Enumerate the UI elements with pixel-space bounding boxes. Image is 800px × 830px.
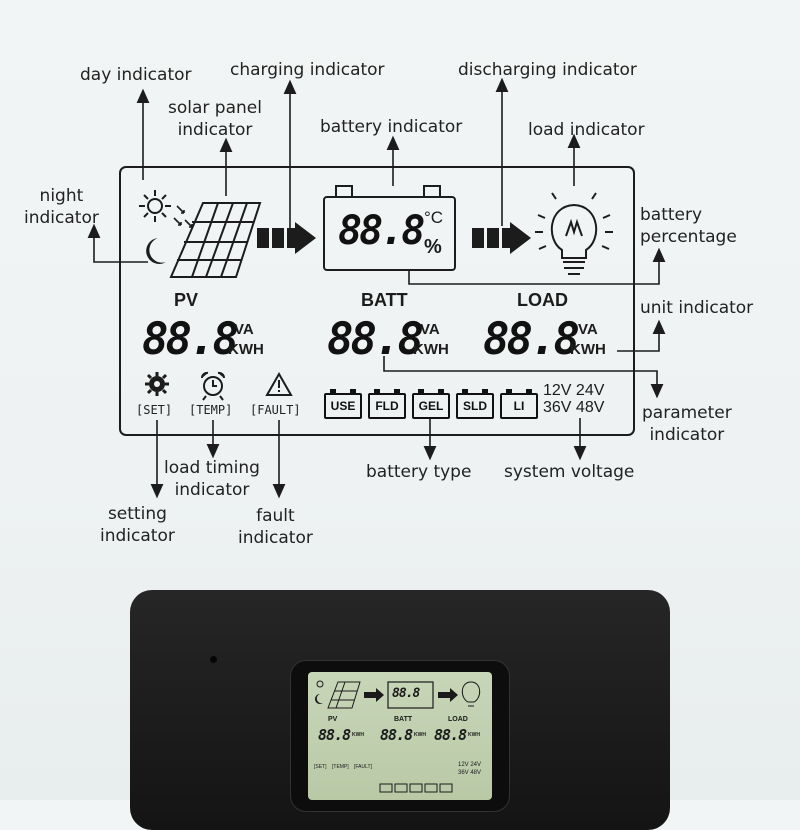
mini-fault-label: [FAULT] (354, 764, 372, 770)
label-bpct-line2: percentage (640, 227, 737, 247)
battery-outline-icon (323, 185, 456, 271)
leader-night (87, 223, 148, 263)
label-parameter-indicator: parameter indicator (642, 402, 732, 446)
label-setting-indicator: setting indicator (100, 503, 175, 547)
label-unit-indicator: unit indicator (640, 298, 754, 318)
label-discharging-indicator: discharging indicator (458, 60, 637, 80)
light-bulb-icon (535, 192, 613, 275)
mini-load-label: LOAD (448, 716, 468, 723)
load-kwh-unit: KWH (570, 341, 606, 358)
sun-icon (139, 190, 171, 222)
battery-type-gel: GEL (412, 389, 450, 419)
mini-pv-digits: 88.8 (318, 726, 351, 744)
voltage-row-1: 12V 24V (543, 382, 605, 399)
label-fault-line1: fault (256, 506, 295, 526)
pv-va-unit: VA (234, 321, 254, 338)
batt-digits: 88.8 (327, 314, 424, 365)
label-load-indicator: load indicator (528, 120, 645, 140)
mini-battery-digits: 88.8 (392, 686, 420, 701)
mini-lcd-icons (315, 680, 481, 793)
label-fault-line2: indicator (238, 528, 313, 548)
mini-set-label: [SET] (314, 764, 327, 770)
mini-temp-label: [TEMP] (332, 764, 349, 770)
mini-discharging-arrow-icon (438, 688, 458, 702)
load-digits: 88.8 (483, 314, 580, 365)
mini-voltage-row-1: 12V 24V (458, 762, 482, 768)
mini-charging-arrow-icon (364, 688, 384, 702)
pv-label: PV (174, 290, 199, 310)
battery-type-li: LI (500, 389, 538, 419)
mini-pv-kwh: KWH (352, 732, 364, 738)
batt-kwh-unit: KWH (413, 341, 449, 358)
mini-battery-outline (387, 681, 434, 709)
label-param-line1: parameter (642, 403, 732, 423)
battery-type-use: USE (324, 389, 362, 419)
celsius-symbol: °C (424, 208, 444, 227)
label-solar-line2: indicator (177, 120, 253, 140)
alarm-clock-icon (201, 371, 225, 401)
voltage-row-2: 36V 48V (543, 399, 605, 416)
charging-arrow-icon (257, 222, 316, 254)
load-label: LOAD (517, 290, 568, 310)
label-set-line1: setting (107, 504, 167, 524)
label-night-indicator: night indicator (24, 185, 99, 229)
solar-panel-icon (169, 202, 262, 278)
label-solar-panel-indicator: solar panel indicator (168, 97, 262, 141)
sunlight-rays-icon (173, 205, 193, 228)
mini-batt-kwh: KWH (414, 732, 426, 738)
pv-kwh-unit: KWH (228, 341, 264, 358)
fault-label: [FAULT] (250, 403, 301, 417)
label-param-line2: indicator (649, 425, 725, 445)
mini-voltage-row-2: 36V 48V (458, 770, 482, 776)
warning-icon (265, 371, 293, 396)
mini-batt-digits: 88.8 (380, 726, 413, 744)
device-lcd-screen: 88.8 PV BATT LOAD 88.8 88.8 88.8 KWH KWH… (308, 672, 492, 800)
mini-light-bulb-icon (461, 681, 481, 707)
battery-type-sld: SLD (456, 389, 494, 419)
label-battery-percentage: battery percentage (640, 204, 737, 248)
set-label: [SET] (136, 403, 173, 417)
label-night-line1: night (39, 186, 84, 206)
lcd-diagram-svg (87, 77, 666, 499)
mini-moon-icon (315, 694, 323, 704)
lcd-frame (119, 166, 635, 436)
label-fault-indicator: fault indicator (238, 505, 313, 549)
percent-symbol: % (424, 236, 442, 258)
load-va-unit: VA (578, 321, 598, 338)
label-day-indicator: day indicator (80, 65, 192, 85)
mini-load-kwh: KWH (468, 732, 480, 738)
diagram-stage: day indicator charging indicator dischar… (24, 60, 754, 830)
label-set-line2: indicator (100, 526, 175, 546)
label-lt-line2: indicator (174, 480, 250, 500)
temp-label: [TEMP] (189, 403, 233, 417)
mini-battery-type-icons (379, 783, 453, 793)
label-lt-line1: load timing (164, 458, 260, 478)
label-battery-type: battery type (366, 462, 472, 482)
battery-type-fld: FLD (368, 389, 406, 419)
batt-va-unit: VA (420, 321, 440, 338)
mini-solar-panel-icon (327, 681, 361, 709)
mini-load-digits: 88.8 (434, 726, 467, 744)
label-charging-indicator: charging indicator (230, 60, 385, 80)
leader-lines (87, 77, 666, 499)
discharging-arrow-icon (472, 222, 531, 254)
pv-digits: 88.8 (142, 314, 239, 365)
label-load-timing-indicator: load timing indicator (164, 457, 260, 501)
mini-pv-label: PV (328, 716, 338, 723)
label-solar-line1: solar panel (168, 98, 262, 118)
label-battery-indicator: battery indicator (320, 117, 463, 137)
gear-icon (145, 372, 169, 396)
label-system-voltage: system voltage (504, 462, 635, 482)
mini-sun-icon (316, 680, 324, 688)
moon-icon (146, 238, 166, 264)
batt-label: BATT (361, 290, 408, 310)
device-indicator-led (210, 656, 217, 663)
label-night-line2: indicator (24, 208, 99, 228)
battery-digits: 88.8 (338, 208, 425, 254)
leader-parameter (383, 356, 664, 399)
leader-unit (617, 319, 666, 352)
label-bpct-line1: battery (640, 205, 703, 225)
mini-batt-label: BATT (394, 716, 413, 723)
leader-battery-pct (408, 247, 666, 285)
